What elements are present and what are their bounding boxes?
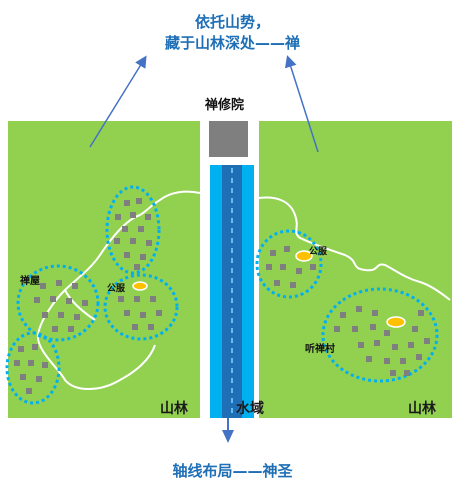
service-marker-right bbox=[295, 250, 313, 262]
right-cluster-ring-service bbox=[255, 229, 323, 299]
left-cluster-ring-middle bbox=[16, 264, 100, 342]
service-label-left: 公服 bbox=[107, 284, 126, 294]
left-path-branch bbox=[64, 289, 96, 321]
axis-arrow-head bbox=[222, 430, 234, 443]
title-line-1: 依托山势， bbox=[194, 13, 270, 31]
right-cluster-ring-village bbox=[321, 287, 439, 383]
water-label: 水域 bbox=[236, 401, 264, 417]
bottom-title: 轴线布局——神圣 bbox=[172, 462, 293, 480]
zen-hall-block bbox=[209, 121, 248, 157]
service-label-right: 公服 bbox=[309, 247, 328, 257]
zen-house-label: 禅屋 bbox=[20, 276, 40, 287]
left-forest-label: 山林 bbox=[160, 401, 188, 417]
title-line-2: 藏于山林深处——禅 bbox=[164, 34, 300, 52]
arrow-to-title-left bbox=[89, 55, 147, 148]
arrow-to-title-right bbox=[285, 55, 319, 153]
hall-label: 禅修院 bbox=[205, 98, 245, 113]
left-cluster-ring-top bbox=[105, 185, 161, 275]
right-forest-label: 山林 bbox=[408, 401, 436, 417]
left-cluster-ring-service bbox=[103, 273, 179, 341]
building-blocks bbox=[14, 198, 430, 394]
village-label: 听禅村 bbox=[305, 344, 335, 355]
left-cluster-ring-bottom bbox=[5, 331, 61, 405]
right-path bbox=[258, 196, 451, 301]
service-marker-village bbox=[386, 316, 406, 328]
service-marker-left bbox=[132, 281, 148, 291]
